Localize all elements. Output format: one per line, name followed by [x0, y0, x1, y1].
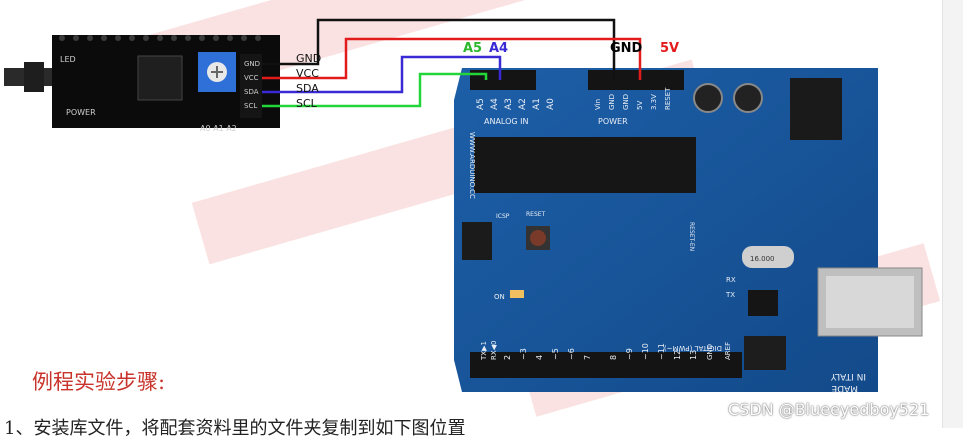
crystal-label: 16.000	[750, 255, 775, 263]
power-pin-vin: Vin	[594, 99, 602, 110]
led-label: LED	[60, 55, 76, 64]
power-label: POWER	[66, 108, 96, 117]
digital-pin-10: ~10	[641, 343, 650, 360]
wiring-diagram: LED POWER A0 A1 A2 GND VCC SDA SCL ANALO…	[4, 0, 941, 417]
power-pin-3v3: 3.3V	[650, 94, 658, 110]
rx-label: RX	[726, 276, 736, 284]
scl-wire	[262, 72, 488, 108]
analog-pin-a4: A4	[490, 98, 500, 110]
made-label: MADE	[831, 383, 858, 393]
conn-label-gnd: GND	[610, 41, 643, 56]
on-label: ON	[494, 293, 505, 301]
in-italy-label: IN ITALY	[830, 371, 866, 381]
module-ic	[137, 55, 183, 101]
usb-chip	[748, 290, 778, 316]
wire-label-vcc: VCC	[296, 67, 319, 80]
wire-label-scl: SCL	[296, 97, 318, 110]
capacitor	[733, 83, 763, 113]
page-scroll-strip	[942, 0, 963, 428]
arduino-site: WWW.ARDUINO.CC	[468, 132, 476, 199]
reset-en-label: RESET-EN	[688, 222, 695, 251]
analog-pin-a0: A0	[546, 98, 556, 110]
address-label: A0 A1 A2	[200, 124, 237, 133]
analog-pin-a2: A2	[518, 98, 528, 110]
icsp-header	[462, 222, 492, 260]
wire-label-sda: SDA	[296, 82, 319, 95]
sda-wire	[262, 55, 502, 94]
digital-pin-8: 8	[609, 355, 618, 360]
wires	[262, 18, 642, 108]
digital-pin-5: ~5	[551, 348, 560, 360]
power-pin-reset: RESET	[664, 87, 672, 110]
digital-pin-11: ~11	[657, 343, 666, 360]
digital-pin-2: 2	[503, 355, 512, 360]
conn-label-5v: 5V	[660, 41, 679, 56]
digital-pin-aref: AREF	[724, 342, 732, 360]
on-led	[510, 290, 524, 298]
analog-pin-a3: A3	[504, 98, 514, 110]
analog-title: ANALOG IN	[484, 117, 529, 126]
power-header	[588, 70, 684, 90]
lcd-i2c-module: LED POWER A0 A1 A2 GND VCC SDA SCL	[4, 35, 280, 133]
digital-pin-3: ~3	[519, 348, 528, 360]
vcc-wire	[262, 37, 642, 80]
conn-label-a5: A5	[463, 41, 482, 56]
module-header-pins	[59, 35, 261, 41]
analog-pin-a1: A1	[532, 98, 542, 110]
crystal	[742, 246, 794, 268]
digital-pin-7: 7	[583, 355, 592, 360]
digital-header	[470, 352, 742, 378]
icsp-label: ICSP	[496, 213, 510, 220]
power-pin-gnd-2: GND	[622, 94, 630, 110]
digital-pin-6: ~6	[567, 348, 576, 360]
capacitor	[693, 83, 723, 113]
module-pin-sda: SDA	[244, 88, 259, 96]
digital-pin-12: 12	[673, 350, 682, 360]
atmega-chip	[474, 137, 696, 193]
digital-pin-4: 4	[535, 355, 544, 360]
conn-label-a4: A4	[489, 41, 508, 56]
power-pin-gnd-1: GND	[608, 94, 616, 110]
power-pin-5v: 5V	[636, 101, 644, 110]
step-text: 1、安装库文件，将配套资料里的文件夹复制到如下图位置	[4, 418, 466, 439]
arduino-board: ANALOG IN A5 A4 A3 A2 A1 A0 POWER Vin GN…	[454, 68, 923, 393]
digital-title: DIGITAL (PWM~)	[664, 344, 722, 352]
module-pin-vcc: VCC	[244, 74, 259, 82]
power-title: POWER	[598, 117, 628, 126]
module-pin-scl: SCL	[244, 102, 257, 110]
wire-label-gnd: GND	[296, 52, 321, 65]
reset-label: RESET	[526, 211, 546, 218]
digital-pin-9: ~9	[625, 348, 634, 360]
digital-pin-gnd: GND	[706, 344, 714, 360]
digital-pin-13: 13	[689, 350, 698, 360]
digital-pin-rx0: RX◀0	[490, 341, 498, 361]
module-pin-gnd: GND	[244, 60, 260, 68]
power-jack	[790, 78, 842, 140]
tx-label: TX	[725, 291, 735, 299]
csdn-watermark: CSDN @Blueeyedboy521	[728, 400, 930, 419]
section-heading: 例程实验步骤:	[32, 370, 166, 394]
digital-pin-tx1: TX▶1	[480, 341, 488, 361]
analog-pin-a5: A5	[476, 98, 486, 110]
